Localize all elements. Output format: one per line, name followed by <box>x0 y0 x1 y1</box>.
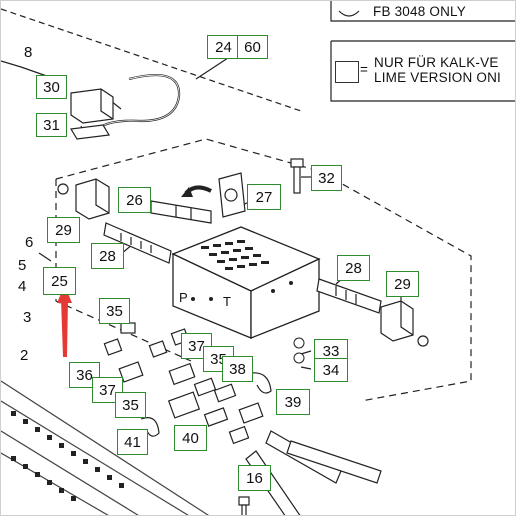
cartridge-right <box>316 278 382 314</box>
connector-plug <box>70 88 114 140</box>
legend-box-top <box>330 1 515 22</box>
belt-edge-1 <box>1 380 210 515</box>
callout-29-left[interactable]: 29 <box>47 217 80 243</box>
label-2: 2 <box>20 347 29 364</box>
legend-top-text: FB 3048 ONLY <box>373 4 466 19</box>
callout-28-right[interactable]: 28 <box>337 255 370 281</box>
legend-square-symbol <box>335 61 359 83</box>
label-6: 6 <box>25 234 34 251</box>
washer <box>293 337 305 349</box>
coil-right <box>380 300 429 347</box>
legend-line-2: LIME VERSION ONI <box>374 70 501 85</box>
port-p-label: P <box>179 290 188 305</box>
callout-27[interactable]: 27 <box>247 184 281 210</box>
callout-34[interactable]: 34 <box>314 358 348 382</box>
callout-24[interactable]: 24 <box>207 35 240 59</box>
label-3: 3 <box>23 309 32 326</box>
callout-30[interactable]: 30 <box>36 75 67 99</box>
label-4: 4 <box>18 278 27 295</box>
label-5: 5 <box>18 257 27 274</box>
legend-box-bottom <box>330 40 515 102</box>
callout-41[interactable]: 41 <box>117 429 148 455</box>
callout-40[interactable]: 40 <box>174 425 207 451</box>
callout-39[interactable]: 39 <box>276 389 310 415</box>
callout-28-left[interactable]: 28 <box>91 243 124 269</box>
callout-26[interactable]: 26 <box>118 187 151 213</box>
dashed-outline-right <box>55 138 472 402</box>
callout-38[interactable]: 38 <box>222 356 253 382</box>
hoses <box>245 430 382 515</box>
port-t-label: T <box>223 294 231 309</box>
cartridge-left <box>103 222 172 264</box>
nut <box>293 352 305 364</box>
cartridge-26 <box>150 200 212 224</box>
callout-29-right[interactable]: 29 <box>386 271 419 297</box>
tag-plate <box>218 172 246 218</box>
red-arrow <box>57 285 72 357</box>
valve-block <box>171 226 321 339</box>
screw-16 <box>238 496 250 515</box>
callout-31[interactable]: 31 <box>36 113 67 137</box>
valve-block-markings <box>191 240 293 301</box>
callout-25[interactable]: 25 <box>43 267 76 295</box>
label-8: 8 <box>24 44 33 61</box>
legend-line-1: NUR FÜR KALK-VE <box>374 55 499 70</box>
frame-line-top <box>1 8 302 112</box>
legend-eq-sign: = <box>360 62 369 77</box>
callout-16[interactable]: 16 <box>238 465 271 491</box>
callout-35-a[interactable]: 35 <box>99 298 130 324</box>
callout-36[interactable]: 36 <box>69 362 100 388</box>
callout-35-c[interactable]: 35 <box>115 392 146 418</box>
legend-symbol-arc <box>338 10 360 17</box>
belt-teeth <box>11 411 124 501</box>
callout-60[interactable]: 60 <box>237 35 268 59</box>
coil-left <box>57 178 110 220</box>
bolt <box>290 158 304 194</box>
callout-32[interactable]: 32 <box>311 165 342 191</box>
